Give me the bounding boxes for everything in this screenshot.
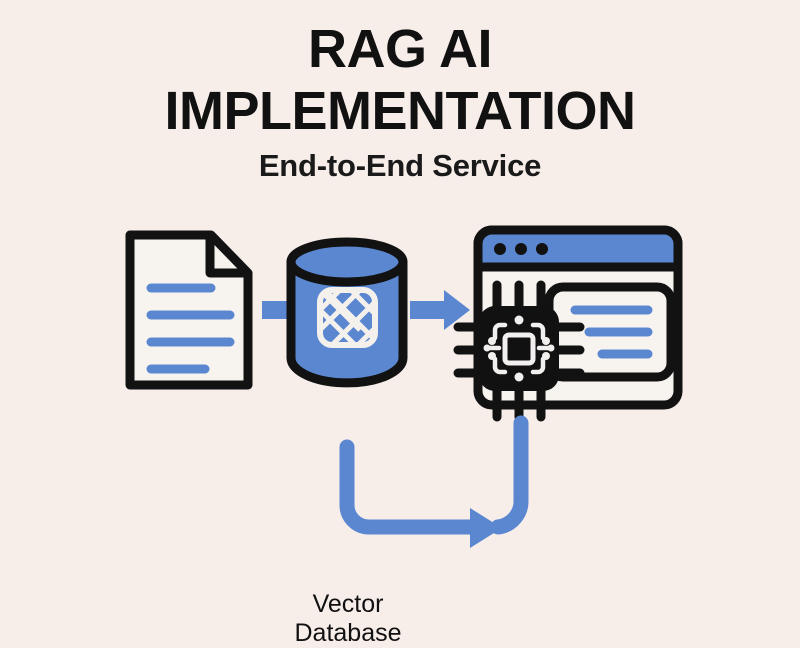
chip-circuit-nodes bbox=[483, 315, 555, 382]
lattice-grid-glyph bbox=[317, 287, 378, 348]
database-cylinder-icon bbox=[286, 237, 408, 388]
feedback-arrow-head bbox=[470, 508, 502, 548]
vector-database-label-line-2: Database bbox=[294, 619, 402, 647]
vector-database-label: Vector Database bbox=[268, 590, 428, 648]
window-control-dots bbox=[494, 243, 548, 255]
window-content-lines bbox=[570, 305, 653, 359]
cpu-chip-icon bbox=[453, 280, 585, 422]
infographic-canvas: RAG AI IMPLEMENTATION End-to-End Service bbox=[0, 22, 800, 647]
page-title-line-2: IMPLEMENTATION bbox=[164, 81, 636, 141]
chip-core-square bbox=[502, 332, 536, 366]
page-title-line-1: RAG AI bbox=[308, 19, 493, 79]
chip-circuit-traces bbox=[486, 322, 552, 375]
page-subtitle: End-to-End Service bbox=[258, 148, 542, 183]
document-icon bbox=[125, 230, 253, 390]
vector-database-label-line-1: Vector bbox=[312, 590, 384, 618]
title-block: RAG AI IMPLEMENTATION End-to-End Service bbox=[0, 22, 800, 184]
diagram-svg bbox=[125, 225, 683, 548]
feedback-arrow-icon bbox=[339, 415, 529, 548]
pipeline-diagram: Vector Database bbox=[0, 205, 800, 647]
document-text-lines bbox=[146, 283, 235, 374]
arrow-right-icon-db-to-app bbox=[410, 290, 470, 330]
